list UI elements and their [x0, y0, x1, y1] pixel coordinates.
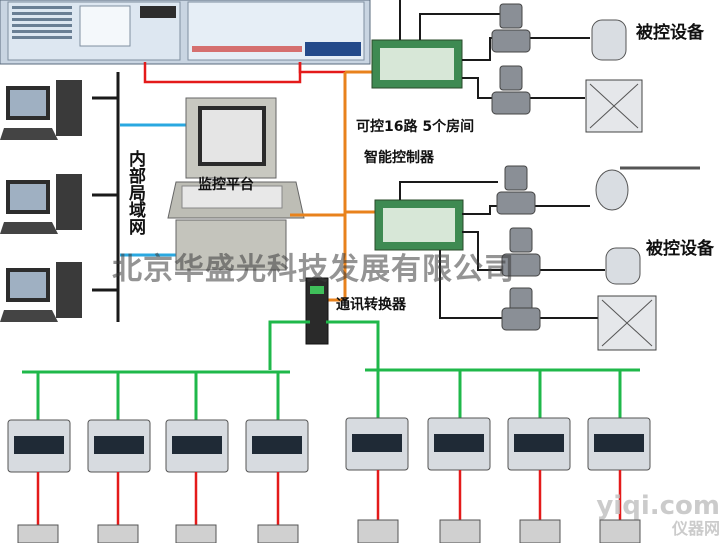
power-lines [143, 62, 372, 84]
monitoring-platform-console [167, 97, 305, 271]
label-controller-line1: 可控16路 5个房间 [356, 119, 475, 135]
computer-1 [0, 80, 82, 140]
sensors [17, 519, 641, 543]
label-controller-line2: 智能控制器 [364, 150, 434, 166]
tanks [591, 19, 700, 285]
company-watermark: 北京华盛光科技发展有限公司 [112, 252, 515, 287]
label-internal-lan: 内部局域网 [125, 150, 145, 235]
valves [491, 3, 541, 331]
sensor-lines [36, 470, 622, 525]
fans [585, 79, 657, 351]
monitor-wall [0, 0, 371, 65]
io-lines [399, 0, 605, 319]
label-controlled-devices-2: 被控设备 [646, 239, 714, 259]
label-controlled-devices-1: 被控设备 [636, 23, 704, 43]
controller-1 [371, 39, 463, 89]
site-watermark-text: yiqi.com [596, 491, 720, 521]
meter-displays [14, 434, 644, 454]
site-watermark-sub: 仪器网 [671, 519, 720, 538]
label-comm-converter: 通讯转换器 [336, 297, 406, 313]
comm-converter-device [305, 277, 329, 345]
controller-2 [374, 199, 464, 251]
computer-3 [0, 262, 82, 322]
site-watermark: yiqi.com 仪器网 [596, 491, 720, 539]
lan-bus [92, 72, 120, 322]
computer-2 [0, 174, 82, 234]
bus-lines [22, 320, 640, 420]
label-monitoring-platform: 监控平台 [198, 177, 254, 193]
